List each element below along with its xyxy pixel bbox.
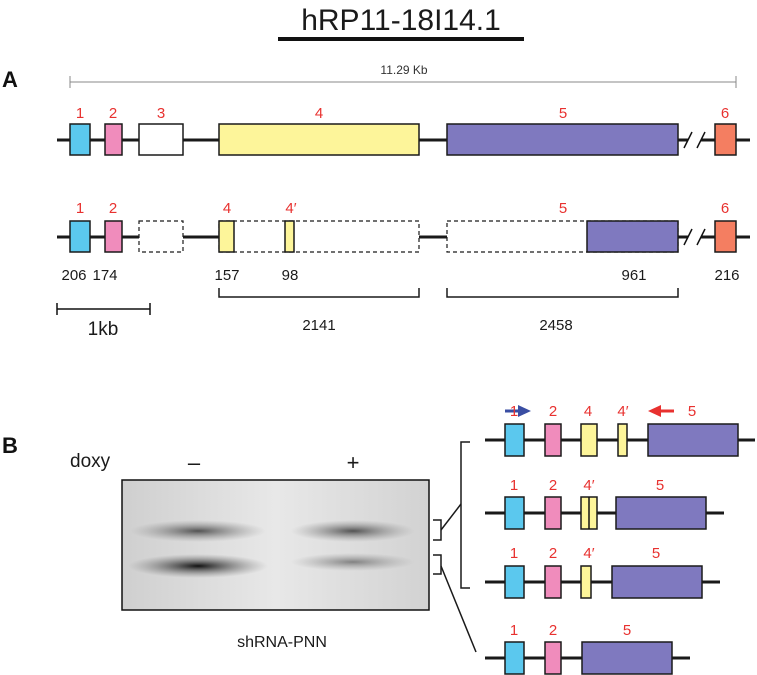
- exon-size: 216: [714, 267, 739, 284]
- exon-label: 5: [623, 622, 631, 639]
- gene-model-retained: 1 2 4 4′ 5 6: [57, 200, 750, 253]
- panel-b-label: B: [2, 433, 18, 458]
- minus-label: –: [188, 450, 201, 475]
- gel-band: [291, 520, 415, 542]
- exon-5: [586, 220, 679, 253]
- exon-4-prime: [284, 220, 295, 253]
- exon-label: 4: [584, 403, 592, 420]
- exon-3: [138, 123, 184, 156]
- exon-label: 2: [549, 622, 557, 639]
- exon-label: 1: [510, 545, 518, 562]
- gel-band: [128, 554, 268, 578]
- exon-2: [104, 123, 123, 156]
- exon-label: 5: [652, 545, 660, 562]
- isoform-2: 1 2 4′ 5: [485, 477, 724, 530]
- exon-1: [69, 123, 91, 156]
- exon-6: [714, 123, 737, 156]
- doxy-label: doxy: [70, 451, 111, 472]
- exon-label: 4: [223, 200, 231, 217]
- exon-label: 1: [510, 477, 518, 494]
- bracket-length: 2141: [302, 317, 335, 334]
- exon-label: 2: [549, 403, 557, 420]
- gel-band: [291, 553, 415, 571]
- exon-size: 206: [61, 267, 86, 284]
- exon-label: 6: [721, 200, 729, 217]
- exon-label: 4′: [285, 200, 296, 217]
- exon-size: 961: [621, 267, 646, 284]
- exon-label: 6: [721, 105, 729, 122]
- exon-label: 1: [76, 105, 84, 122]
- exon-label: 2: [549, 477, 557, 494]
- reverse-primer-arrow: [648, 405, 674, 417]
- exon-4: [218, 123, 420, 156]
- exon-size: 174: [92, 267, 117, 284]
- exon-label: 4′: [583, 477, 594, 494]
- exon-label: 5: [559, 200, 567, 217]
- exon-label: 5: [688, 403, 696, 420]
- kb-scale-label: 1kb: [88, 319, 119, 340]
- exon-label: 4′: [617, 403, 628, 420]
- kb-scale-bar: [56, 303, 151, 315]
- bracket-length: 2458: [539, 317, 572, 334]
- gel-caption: shRNA-PNN: [237, 634, 327, 651]
- gel-band: [130, 520, 266, 542]
- isoform-3: 1 2 4′ 5: [485, 545, 720, 599]
- exon-4: [218, 220, 235, 253]
- gene-model-full: 1 2 3 4 5 6: [57, 105, 750, 156]
- exon-label: 3: [157, 105, 165, 122]
- exon-label: 1: [510, 622, 518, 639]
- genome-length-label: 11.29 Kb: [380, 63, 427, 77]
- exon-label: 2: [109, 105, 117, 122]
- genome-scale-bar: 11.29 Kb: [69, 63, 737, 88]
- isoform-1: 1 2 4 4′ 5: [485, 403, 755, 457]
- gel-image: [121, 479, 430, 611]
- exon-5: [446, 123, 679, 156]
- exon-size: 157: [214, 267, 239, 284]
- retained-region-4: [218, 220, 420, 253]
- exon-label: 5: [559, 105, 567, 122]
- exon-label: 4: [315, 105, 323, 122]
- exon-6: [714, 220, 737, 253]
- exon-1: [69, 220, 91, 253]
- exon-2: [104, 220, 123, 253]
- forward-primer-arrow: [505, 405, 531, 417]
- isoform-4: 1 2 5: [485, 622, 690, 675]
- bracket-region-4: [218, 288, 420, 298]
- exon-label: 1: [510, 403, 518, 420]
- exon-label: 1: [76, 200, 84, 217]
- figure-title: hRP11-18I14.1: [301, 4, 501, 37]
- panel-a-label: A: [2, 67, 18, 92]
- exon-label: 2: [109, 200, 117, 217]
- exon-label: 4′: [583, 545, 594, 562]
- plus-label: +: [347, 450, 360, 475]
- bracket-region-5: [446, 288, 679, 298]
- exon-label: 2: [549, 545, 557, 562]
- exon-label: 5: [656, 477, 664, 494]
- skipped-exon-3: [138, 220, 184, 253]
- band-connectors: [433, 441, 477, 653]
- exon-size: 98: [282, 267, 299, 284]
